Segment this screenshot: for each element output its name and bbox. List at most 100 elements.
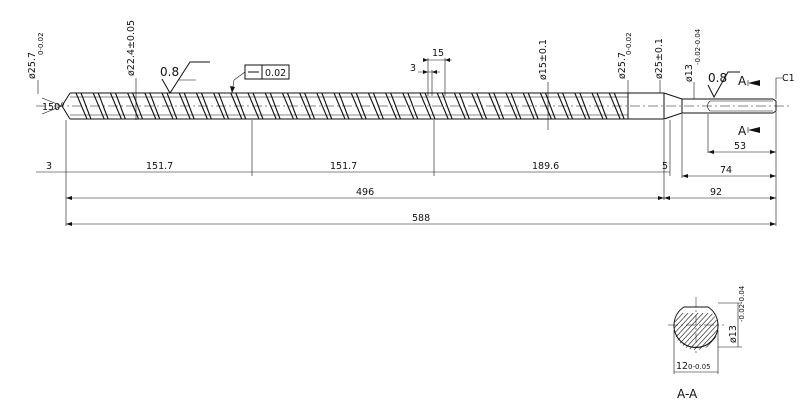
top-annotations: 0.8 0.02 15 3 0.8 A C1 [160, 48, 795, 99]
hatch-line [691, 313, 718, 351]
d-tip-label: ø25.7 [27, 52, 38, 79]
thread-flight [230, 92, 243, 120]
thread-flight-back [114, 92, 126, 120]
dim-rear-arrow-2 [770, 196, 776, 200]
flight-arrow-2 [432, 70, 437, 74]
thread-flight [161, 92, 174, 120]
thread-flights [75, 92, 625, 120]
dim-total-arrow-1 [66, 222, 72, 226]
hatch-line [681, 313, 718, 351]
thread-flight-back [407, 92, 419, 120]
len-tip-label: 3 [46, 161, 52, 172]
dim-screw-arrow-1 [66, 196, 72, 200]
thread-flight-back [372, 92, 384, 120]
section-outline [673, 306, 719, 348]
flight-label: 3 [410, 63, 416, 74]
hatch-line [674, 313, 703, 351]
thread-flight [539, 92, 552, 120]
thread-flight-back [441, 92, 453, 120]
section-diameter-label: ø13 [728, 325, 739, 343]
hatch-line [674, 313, 708, 351]
hatch-line [701, 313, 718, 351]
thread-flight [109, 92, 122, 120]
hatch-line [674, 313, 688, 351]
tolerance-leader [231, 71, 246, 94]
len-shank-label: 74 [720, 165, 732, 176]
thread-flight-back [562, 92, 574, 120]
tip-angle-label: 150° [42, 102, 65, 113]
thread-flight [453, 92, 466, 120]
thread-flight-back [97, 92, 109, 120]
shank-flat-runout [707, 100, 711, 112]
thread-flight-back [579, 92, 591, 120]
d-rear2-label: ø25±0.1 [654, 38, 665, 79]
thread-flight [281, 92, 294, 120]
thread-flight [574, 92, 587, 120]
section-view: 12 0-0.05 ø13 -0.02-0.04 A-A [612, 285, 746, 401]
d-mid-label: ø15±0.1 [538, 39, 549, 80]
tip-angle-line-2 [41, 105, 63, 115]
d-shank-tolerance: -0.02-0.04 [694, 28, 702, 65]
thread-flight-back [132, 92, 144, 120]
hatch-line [686, 313, 718, 351]
thread-flight [505, 92, 518, 120]
len-flat-label: 53 [734, 141, 746, 152]
dim-flat-arrow-2 [770, 150, 776, 154]
thread-flight-back [390, 92, 402, 120]
d-rear-label: ø25.7 [617, 52, 628, 79]
thread-flight [471, 92, 484, 120]
thread-flight-back [321, 92, 333, 120]
section-marker-top-arrow [748, 80, 760, 86]
dim-rear-arrow-1 [664, 196, 670, 200]
thread-flight-back [183, 92, 195, 120]
thread-flight-back [613, 92, 625, 120]
section-marker-bottom: A [738, 124, 747, 138]
length-dimensions: 3 151.7 151.7 189.6 5 53 74 496 92 588 [36, 112, 777, 226]
thread-flight-back [218, 92, 230, 120]
thread-flight-back [338, 92, 350, 120]
thread-flight-back [510, 92, 522, 120]
hatch-line [612, 298, 662, 352]
thread-flight [75, 92, 88, 120]
tolerance-frame [244, 64, 290, 80]
thread-flight [195, 92, 208, 120]
section-title: A-A [677, 387, 698, 401]
thread-flight-back [252, 92, 264, 120]
pitch-arrow-2 [445, 58, 450, 62]
thread-flight [608, 92, 621, 120]
len-3-label: 189.6 [532, 161, 559, 172]
flight-arrow-1 [423, 70, 428, 74]
tip-angle-line-1 [41, 97, 63, 107]
thread-flight [299, 92, 312, 120]
len-screw-label: 496 [356, 187, 374, 198]
hatch-line [622, 298, 672, 352]
len-gap-label: 5 [662, 161, 668, 172]
shank-end-chamfer [772, 98, 777, 114]
roughness-1-symbol [161, 61, 210, 94]
dim-flat-arrow-1 [708, 150, 714, 154]
thread-flight [316, 92, 329, 120]
thread-flight [419, 92, 432, 120]
dim-shank-arrow-2 [770, 174, 776, 178]
roughness-1-value: 0.8 [160, 65, 179, 79]
thread-flight-back [304, 92, 316, 120]
section-width-tolerance: 0-0.05 [688, 363, 711, 371]
thread-flight-back [355, 92, 367, 120]
thread-flight [92, 92, 105, 120]
roughness-2-symbol [707, 71, 740, 99]
d-rear-tolerance: 0-0.02 [625, 32, 633, 55]
hatch-line [674, 313, 718, 351]
thread-flight [264, 92, 277, 120]
thread-flight [213, 92, 226, 120]
pitch-label: 15 [432, 48, 444, 59]
thread-flight-back [476, 92, 488, 120]
dim-total-arrow-2 [770, 222, 776, 226]
diameter-callouts: ø25.7 0-0.02 ø22.4±0.05 ø15±0.1 ø25.7 0-… [27, 20, 702, 130]
tolerance-arrow [230, 86, 235, 93]
thread-flight [247, 92, 260, 120]
thread-flight-back [458, 92, 470, 120]
thread-flight-back [80, 92, 92, 120]
thread-flight [488, 92, 501, 120]
thread-flight [144, 92, 157, 120]
d-tip-tolerance: 0-0.02 [37, 32, 45, 55]
